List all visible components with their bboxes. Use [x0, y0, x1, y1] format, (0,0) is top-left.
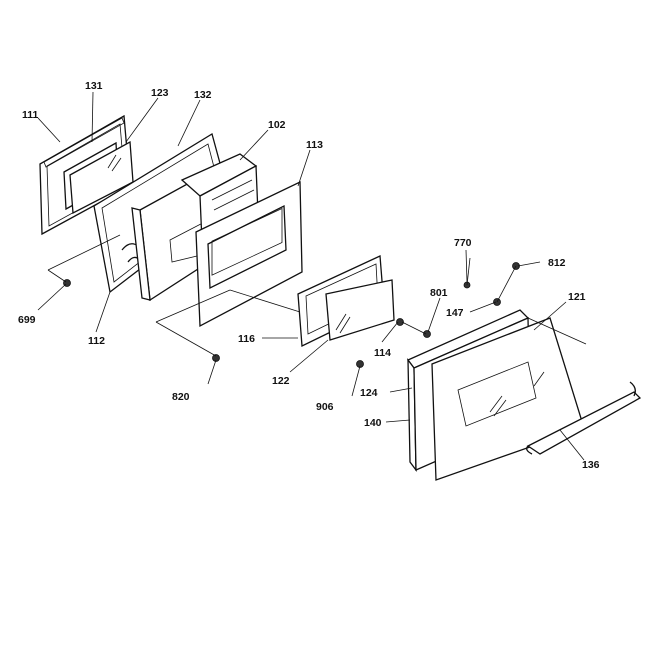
label-112: 112: [88, 335, 105, 347]
label-131: 131: [85, 80, 103, 92]
part-113-inner-panel: [195, 180, 303, 328]
leader-lines: [37, 91, 585, 461]
label-124: 124: [360, 387, 378, 399]
label-114: 114: [374, 347, 391, 359]
label-140: 140: [364, 417, 382, 429]
label-102: 102: [268, 119, 286, 131]
label-699: 699: [18, 314, 36, 326]
label-812: 812: [548, 257, 566, 269]
part-121-outer-door: [406, 309, 585, 481]
label-122: 122: [272, 375, 290, 387]
part-136-handle: [526, 381, 642, 455]
label-820: 820: [172, 391, 190, 403]
screw-820-icon: [212, 354, 220, 362]
label-132: 132: [194, 89, 212, 101]
label-136: 136: [582, 459, 600, 471]
label-801: 801: [430, 287, 448, 299]
label-147: 147: [446, 307, 464, 319]
label-123: 123: [151, 87, 169, 99]
label-116: 116: [238, 333, 255, 345]
label-770: 770: [454, 237, 472, 249]
label-906: 906: [316, 401, 334, 413]
alignment-lines: [47, 234, 587, 357]
screw-801-icon: [423, 330, 431, 338]
label-121: 121: [568, 291, 586, 303]
screw-114-icon: [396, 318, 404, 326]
part-122-glass: [325, 279, 395, 341]
label-111: 111: [22, 109, 39, 121]
label-113: 113: [306, 139, 323, 151]
